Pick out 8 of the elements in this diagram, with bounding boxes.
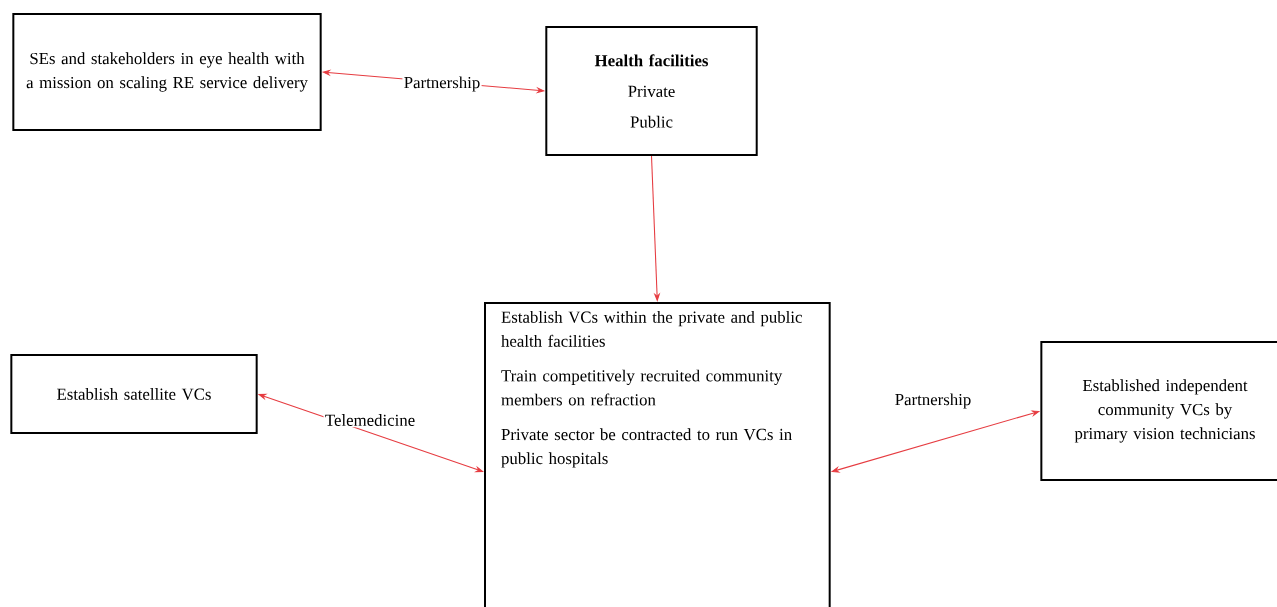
edge-label: Partnership: [893, 392, 973, 410]
text-box: Established independent community VCs by primary vision technicians: [1040, 341, 1277, 481]
text-box: Establish VCs within the private and public health facilities Train competitively recruited community members on refraction Private sector be contracted to run VCs in public hospitals: [484, 302, 831, 607]
text-box: SEs and stakeholders in eye health with a mission on scaling RE service delivery: [12, 13, 322, 131]
text-box: Health facilities Private Public: [545, 26, 758, 156]
text-box: Establish satellite VCs: [10, 354, 258, 434]
edge-label: Partnership: [402, 75, 482, 93]
edge-label: Telemedicine: [323, 412, 417, 428]
